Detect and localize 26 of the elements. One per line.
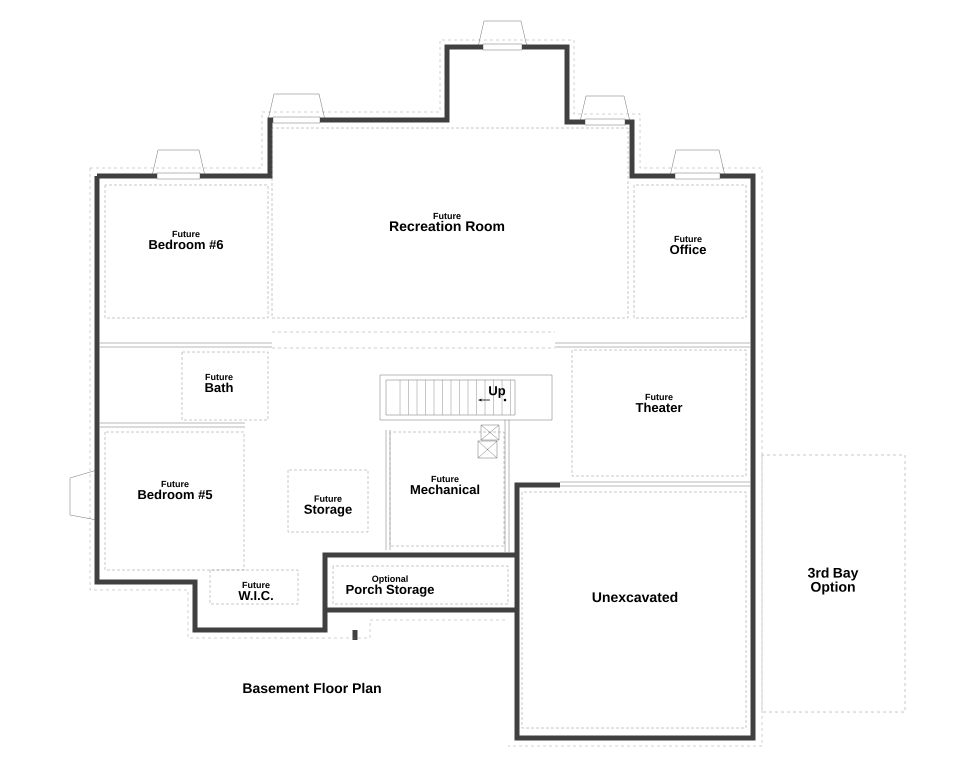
room-outline bbox=[272, 128, 628, 318]
plan-title: Basement Floor Plan bbox=[243, 682, 381, 694]
room-label: Future Theater bbox=[636, 394, 682, 412]
room-outline bbox=[634, 184, 746, 318]
room-outline bbox=[182, 352, 268, 420]
room-label: Future Storage bbox=[304, 496, 352, 516]
room-label: Future Bath bbox=[205, 374, 233, 392]
room-outline bbox=[522, 492, 746, 728]
room-outline bbox=[104, 184, 268, 318]
stair-label: Up bbox=[489, 386, 506, 398]
room-label: Future Mechanical bbox=[410, 476, 480, 494]
room-label: Future W.I.C. bbox=[238, 582, 273, 600]
room-label: Future Recreation Room bbox=[390, 212, 504, 232]
room-outline bbox=[390, 432, 504, 546]
room-label: Unexcavated bbox=[592, 592, 678, 602]
room-label: Future Office bbox=[670, 236, 706, 254]
room-outline bbox=[104, 432, 244, 570]
room-label: Future Bedroom #5 bbox=[138, 480, 212, 500]
room-outline bbox=[210, 570, 298, 604]
room-label: 3rd Bay Option bbox=[808, 567, 858, 595]
room-outline bbox=[332, 566, 508, 604]
room-outline bbox=[288, 470, 368, 532]
room-label: Future Bedroom #6 bbox=[149, 230, 224, 250]
room-label: Optional Porch Storage bbox=[346, 575, 434, 597]
room-outline bbox=[572, 350, 746, 476]
room-outline bbox=[762, 454, 906, 712]
